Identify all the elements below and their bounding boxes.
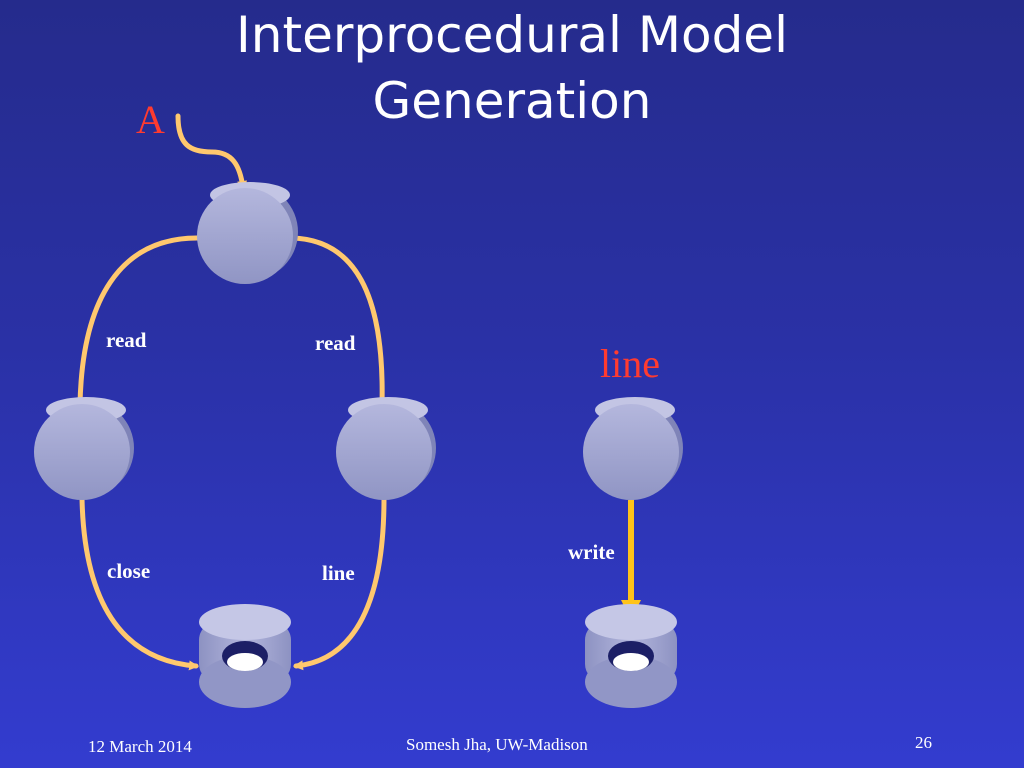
left-close-label: close [107,559,151,583]
procedure-exit-node [585,604,677,708]
footer-author: Somesh Jha, UW-Madison [406,735,588,754]
right-line-label: line [322,561,355,585]
write-label: write [568,540,615,564]
footer-date: 12 March 2014 [88,737,192,756]
left-node [34,397,134,500]
title-line-1: Interprocedural Model [236,6,788,64]
left-read-label: read [106,328,147,352]
entry-node [197,182,298,284]
exit-node [199,604,291,708]
slide-title: Interprocedural Model Generation [0,2,1024,134]
left-read-arrow [75,235,200,408]
right-read-arrow [289,235,388,408]
right-read-label: read [315,331,356,355]
right-node [336,397,436,500]
procedure-label: line [600,341,660,386]
procedure-entry-node [583,397,683,500]
title-line-2: Generation [372,72,652,130]
footer-page-number: 26 [915,733,932,752]
left-close-arrow [79,495,199,671]
right-line-arrow [293,495,387,671]
entry-arrow [175,113,248,191]
entry-label: A [136,97,165,142]
